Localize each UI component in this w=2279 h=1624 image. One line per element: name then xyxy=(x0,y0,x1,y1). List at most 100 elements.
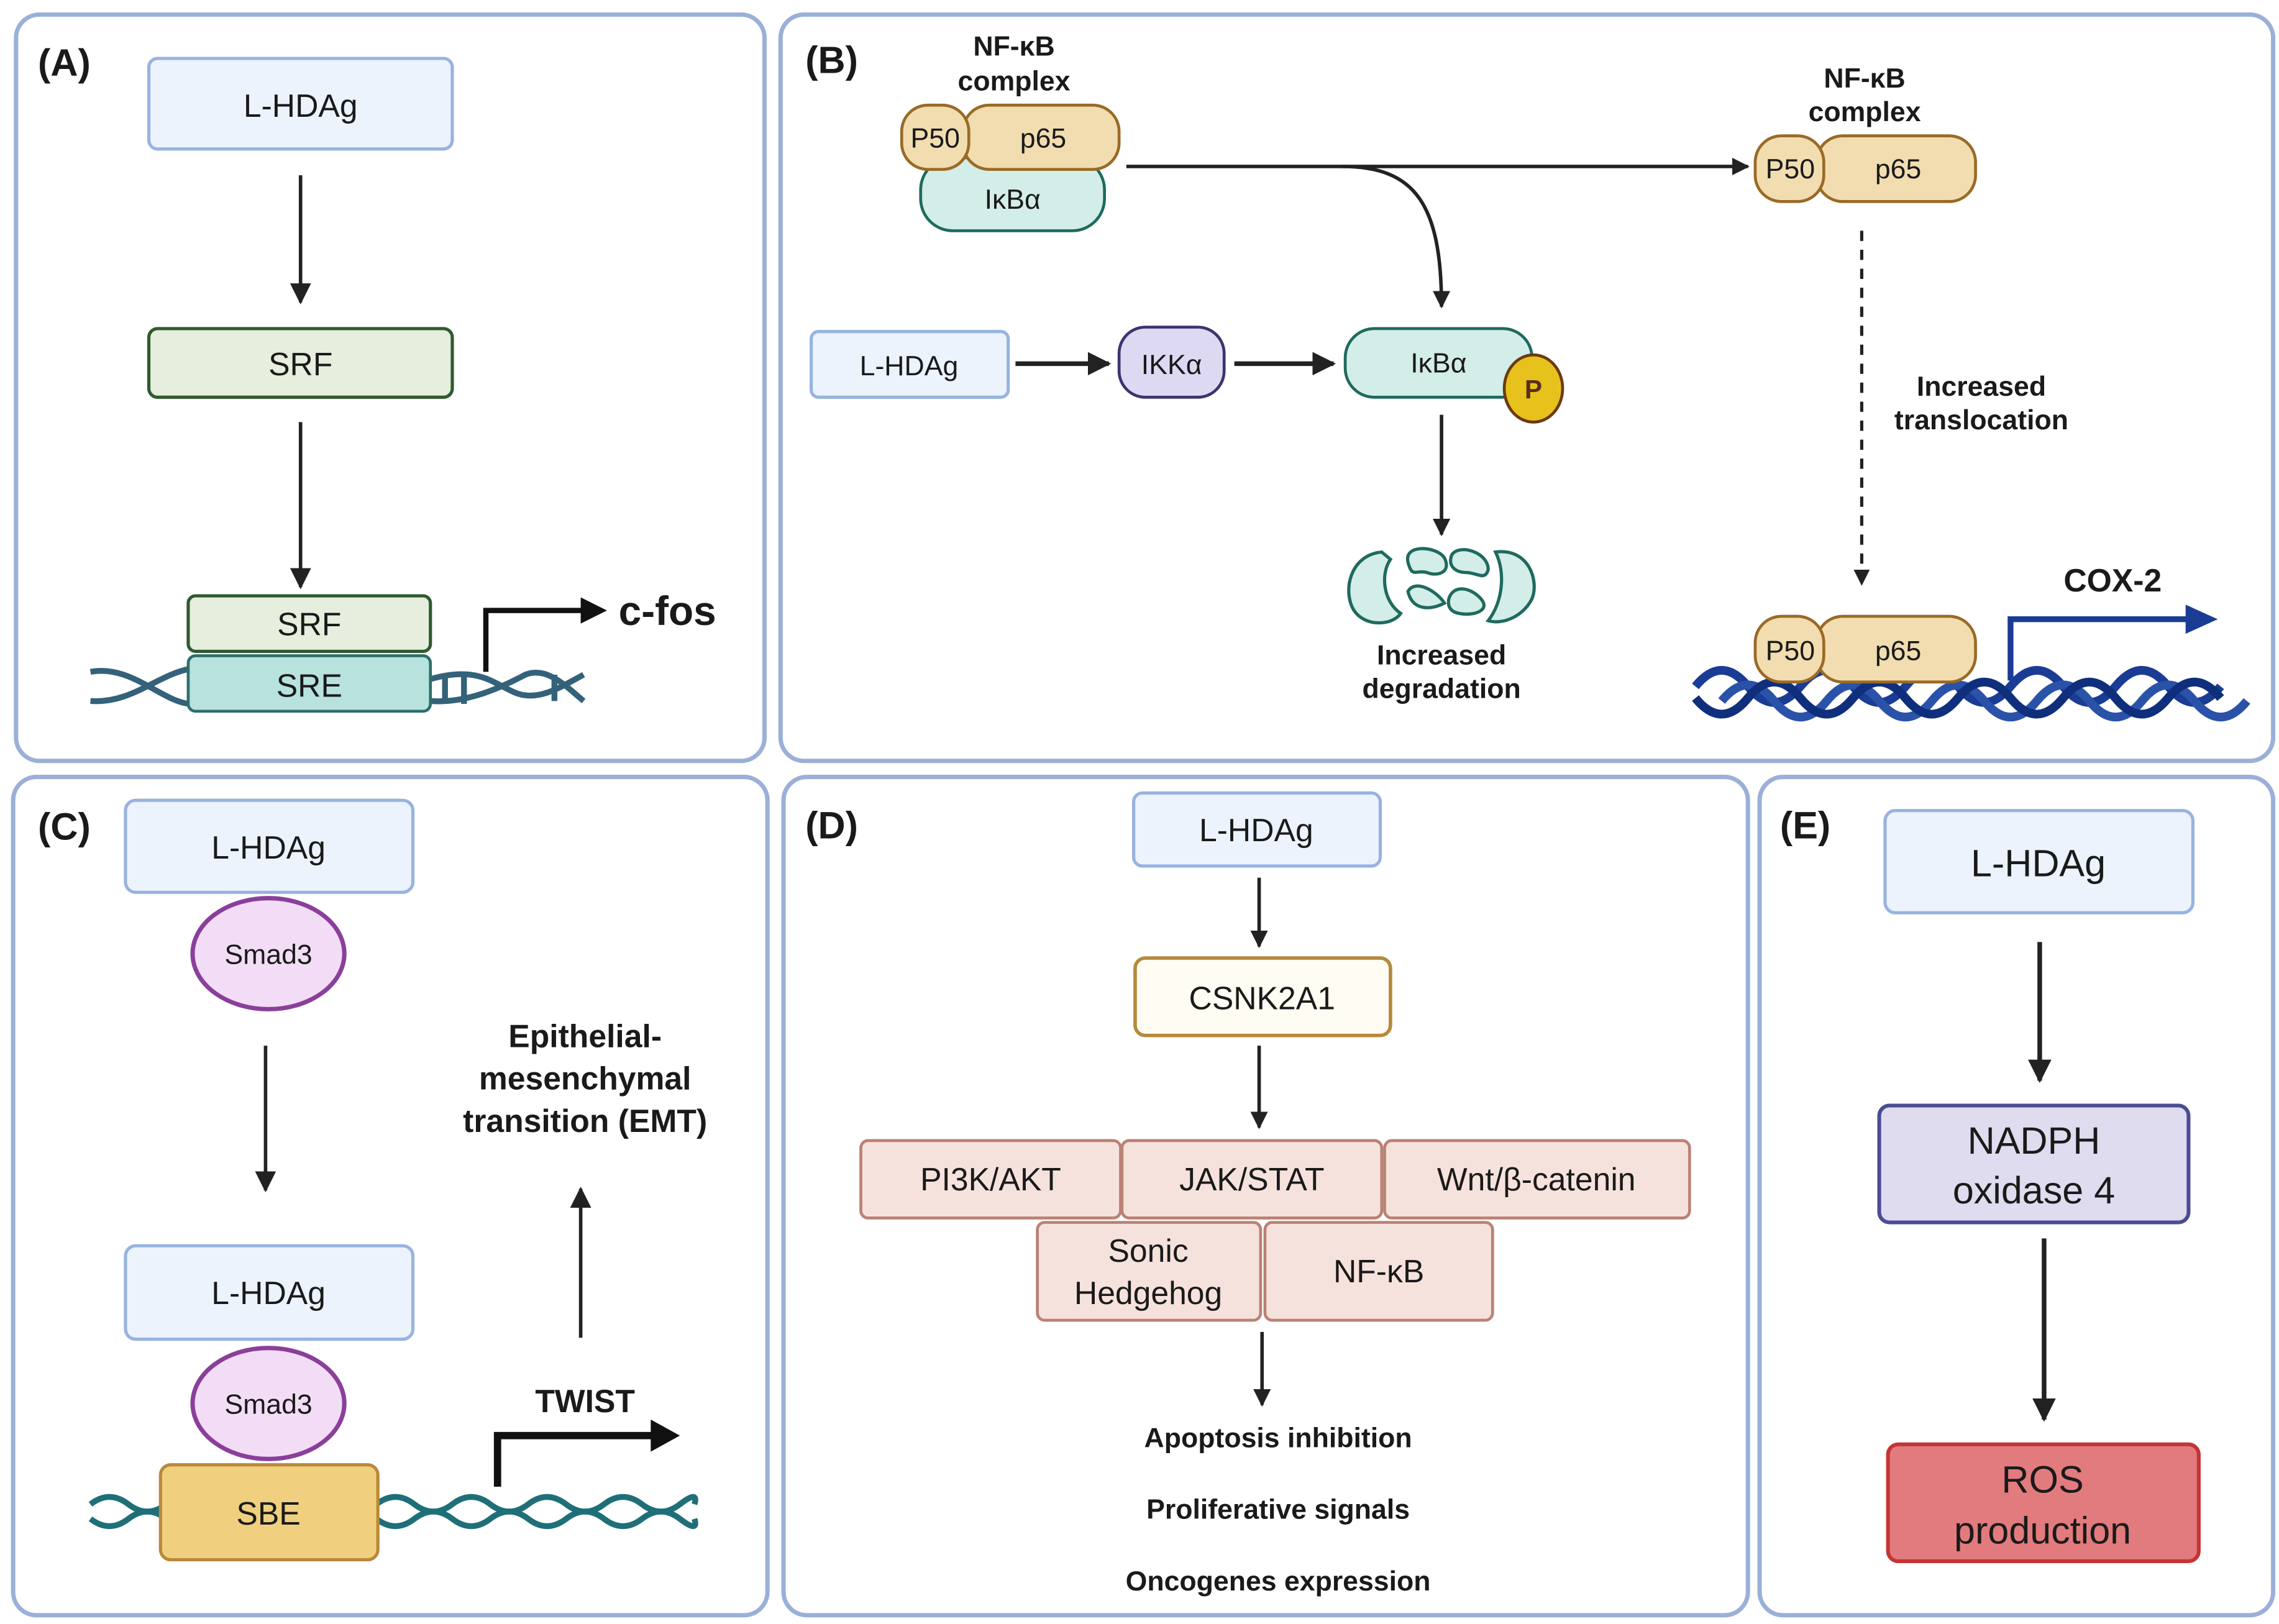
c-l-hdag-bottom-label: L-HDAg xyxy=(211,1275,326,1311)
a-srf-bound-node[interactable]: SRF xyxy=(186,594,432,654)
d-pathway-nfkb-label: NF-κB xyxy=(1333,1253,1424,1289)
a-l-hdag-node[interactable]: L-HDAg xyxy=(147,57,454,151)
b-degradation-label-1: Increased xyxy=(1377,641,1506,671)
d-pathway-pi3k-label: PI3K/AKT xyxy=(920,1161,1061,1197)
e-ros-label-1: ROS xyxy=(2001,1458,2083,1500)
a-transcription-arrowhead-icon xyxy=(580,597,607,624)
panel-a: (A) L-HDAg SRF SRF SRE xyxy=(14,12,767,764)
c-sbe-label: SBE xyxy=(236,1495,300,1531)
e-nox4-label-2: oxidase 4 xyxy=(1953,1169,2115,1211)
c-l-hdag-top-label: L-HDAg xyxy=(211,829,326,865)
b-complex-title-1: NF-κB xyxy=(973,31,1054,62)
a-srf-node[interactable]: SRF xyxy=(147,327,454,399)
b-ikk-node[interactable]: IKKα xyxy=(1117,326,1226,399)
a-sre-label: SRE xyxy=(276,667,342,703)
d-pathway-shh[interactable]: Sonic Hedgehog xyxy=(1036,1221,1263,1322)
a-srf-bound-label: SRF xyxy=(277,606,341,642)
c-l-hdag-bottom-node[interactable]: L-HDAg xyxy=(124,1244,415,1341)
b-ikk-label: IKKα xyxy=(1141,350,1202,380)
a-transcription-arrow xyxy=(483,608,584,672)
c-smad3-top-node[interactable]: Smad3 xyxy=(190,896,347,1011)
b-translocation-label-1: Increased xyxy=(1917,372,2046,402)
e-l-hdag-label: L-HDAg xyxy=(1971,842,2106,884)
panel-d: (D) L-HDAg CSNK2A1 PI3K/AKT JAK/STAT Wnt… xyxy=(781,775,1750,1618)
d-pathway-jak-label: JAK/STAT xyxy=(1179,1161,1324,1197)
d-pathway-jak[interactable]: JAK/STAT xyxy=(1120,1139,1384,1220)
b-complex-title-2: complex xyxy=(958,66,1071,97)
b-bound-complex[interactable]: p65 P50 xyxy=(1753,614,1977,684)
e-nox4-node[interactable]: NADPH oxidase 4 xyxy=(1877,1103,2191,1225)
panel-a-letter: (A) xyxy=(38,42,91,84)
b-dna-helix-icon xyxy=(1692,666,2250,722)
b-free-p65-label: p65 xyxy=(1875,154,1921,185)
b-p50-label: P50 xyxy=(911,123,960,153)
a-cfos-label: c-fos xyxy=(619,588,716,634)
c-emt-label-2: mesenchymal xyxy=(479,1061,692,1097)
b-degraded-fragments-icon xyxy=(1347,547,1536,625)
b-bound-p50-label: P50 xyxy=(1766,636,1815,667)
b-p65-label: p65 xyxy=(1020,123,1066,153)
c-sbe-element[interactable]: SBE xyxy=(158,1463,380,1562)
b-bound-p65-label: p65 xyxy=(1875,636,1921,667)
b-translocation-label-2: translocation xyxy=(1894,405,2068,436)
d-pathway-pi3k[interactable]: PI3K/AKT xyxy=(859,1139,1122,1220)
c-emt-label-1: Epithelial- xyxy=(508,1018,662,1054)
b-phosphate-icon xyxy=(1502,353,1564,424)
e-ros-node[interactable]: ROS production xyxy=(1886,1442,2201,1563)
e-ros-label-2: production xyxy=(1954,1510,2131,1552)
b-p50 xyxy=(900,103,971,171)
d-outcome-apoptosis: Apoptosis inhibition xyxy=(1144,1423,1412,1454)
b-degradation-label-2: degradation xyxy=(1362,674,1520,705)
d-outcome-proliferative: Proliferative signals xyxy=(1146,1495,1410,1525)
c-transcription-arrowhead-icon xyxy=(651,1419,680,1452)
c-emt-label-3: transition (EMT) xyxy=(463,1103,707,1139)
b-ikba-phospho-label: IκBα xyxy=(1410,348,1466,378)
d-csnk2a1-node[interactable]: CSNK2A1 xyxy=(1133,956,1392,1038)
b-arrow-to-ikba xyxy=(1342,165,1451,309)
panel-c-letter: (C) xyxy=(38,806,91,848)
a-l-hdag-label: L-HDAg xyxy=(244,88,358,124)
panel-d-letter: (D) xyxy=(805,804,858,846)
b-transcription-arrow xyxy=(2007,616,2189,681)
b-l-hdag-label: L-HDAg xyxy=(860,351,959,381)
panel-b: (B) NF-κB complex IκBα p65 P50 L-HDAg IK… xyxy=(778,12,2276,764)
d-outcome-oncogenes: Oncogenes expression xyxy=(1126,1566,1431,1597)
b-free-complex-title-2: complex xyxy=(1809,97,1921,127)
a-dna-helix-icon xyxy=(89,666,586,707)
d-csnk2a1-label: CSNK2A1 xyxy=(1189,980,1335,1016)
d-pathway-shh-label-1: Sonic xyxy=(1108,1233,1188,1269)
c-smad3-bottom-label: Smad3 xyxy=(224,1389,312,1420)
d-pathway-wnt-label: Wnt/β-catenin xyxy=(1437,1161,1636,1197)
d-l-hdag-node[interactable]: L-HDAg xyxy=(1132,791,1382,868)
c-smad3-bottom-node[interactable]: Smad3 xyxy=(190,1346,347,1461)
c-smad3-top-label: Smad3 xyxy=(224,939,312,970)
a-srf-label: SRF xyxy=(268,346,332,382)
c-transcription-arrow xyxy=(493,1431,654,1487)
panel-b-letter: (B) xyxy=(805,39,858,81)
b-ikba-bound-label: IκBα xyxy=(985,185,1041,215)
c-dna-helix-icon xyxy=(88,1494,698,1530)
b-phosphate-label: P xyxy=(1525,375,1542,404)
e-l-hdag-node[interactable]: L-HDAg xyxy=(1883,809,2195,915)
b-free-complex-title-1: NF-κB xyxy=(1824,63,1905,94)
panel-e-letter: (E) xyxy=(1780,804,1830,846)
b-cytoplasmic-complex[interactable]: IκBα p65 P50 xyxy=(900,103,1121,232)
b-free-p50-label: P50 xyxy=(1766,154,1815,185)
d-pathway-nfkb[interactable]: NF-κB xyxy=(1263,1221,1494,1322)
d-l-hdag-label: L-HDAg xyxy=(1199,812,1313,848)
c-l-hdag-top-node[interactable]: L-HDAg xyxy=(124,798,415,894)
b-free-complex[interactable]: p65 P50 xyxy=(1753,134,1977,203)
d-pathway-wnt[interactable]: Wnt/β-catenin xyxy=(1383,1139,1691,1220)
b-ikba-phospho-node[interactable]: IκBα P xyxy=(1343,327,1564,424)
b-cox2-label: COX-2 xyxy=(2063,562,2162,598)
b-transcription-arrowhead-icon xyxy=(2185,604,2218,634)
b-l-hdag-node[interactable]: L-HDAg xyxy=(810,330,1010,399)
a-sre-element[interactable]: SRE xyxy=(186,654,432,713)
panel-e: (E) L-HDAg NADPH oxidase 4 ROS productio… xyxy=(1757,775,2276,1618)
e-nox4-label-1: NADPH xyxy=(1968,1120,2101,1162)
b-free-p50 xyxy=(1753,134,1825,203)
panel-c: (C) L-HDAg Smad3 L-HDAg Smad3 SBE xyxy=(11,775,770,1618)
d-pathway-shh-label-2: Hedgehog xyxy=(1074,1275,1222,1311)
c-twist-label: TWIST xyxy=(535,1383,635,1419)
